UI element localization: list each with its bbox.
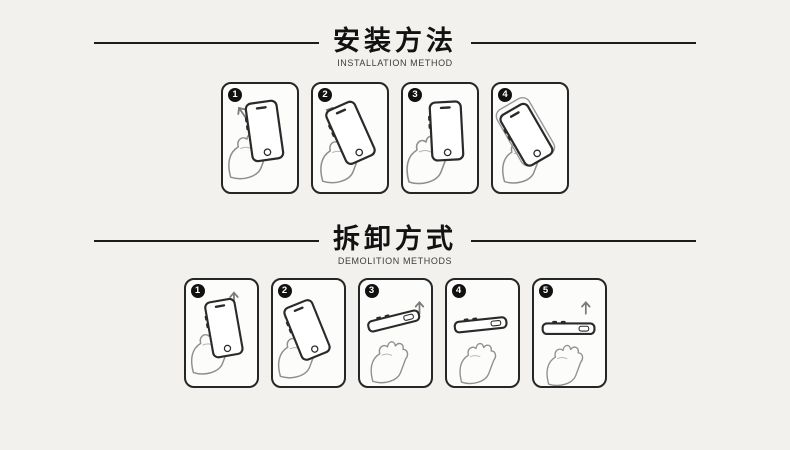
- divider-line-right: [471, 42, 696, 44]
- step-number-badge: 4: [451, 284, 466, 299]
- removal-step-3: 3: [357, 278, 433, 389]
- step-number-badge: 2: [318, 88, 332, 103]
- installation-section: 安装方法 INSTALLATION METHOD 1 2: [0, 26, 790, 195]
- step-number-badge: 3: [364, 284, 379, 299]
- step-number-badge: 2: [277, 284, 292, 299]
- step-number-badge: 1: [190, 284, 205, 299]
- removal-subtitle: DEMOLITION METHODS: [337, 256, 453, 267]
- step-number-badge: 4: [498, 88, 512, 103]
- installation-title: 安装方法: [333, 26, 457, 57]
- removal-step-4: 4: [444, 278, 520, 389]
- divider-line-left: [94, 42, 319, 44]
- removal-step-1: 1: [183, 278, 259, 389]
- installation-steps-row: 1 2 3: [0, 82, 790, 195]
- step-number-badge: 1: [228, 88, 242, 103]
- step-number-badge: 3: [408, 88, 422, 103]
- step-number-badge: 5: [538, 284, 553, 299]
- installation-header: 安装方法 INSTALLATION METHOD: [0, 26, 790, 69]
- divider-line-right: [471, 240, 696, 242]
- divider-line-left: [94, 240, 319, 242]
- removal-step-5: 5: [531, 278, 607, 389]
- install-step-3: 3: [401, 82, 479, 195]
- removal-section: 拆卸方式 DEMOLITION METHODS 1 2: [0, 224, 790, 389]
- removal-steps-row: 1 2 3: [0, 278, 790, 389]
- installation-subtitle: INSTALLATION METHOD: [337, 58, 453, 69]
- removal-header: 拆卸方式 DEMOLITION METHODS: [0, 224, 790, 267]
- case-installed-check-illustration: [495, 97, 556, 185]
- removal-title: 拆卸方式: [333, 224, 457, 255]
- install-step-4: 4: [491, 82, 569, 195]
- install-step-1: 1: [221, 82, 299, 195]
- install-step-2: 2: [311, 82, 389, 195]
- removal-step-2: 2: [270, 278, 346, 389]
